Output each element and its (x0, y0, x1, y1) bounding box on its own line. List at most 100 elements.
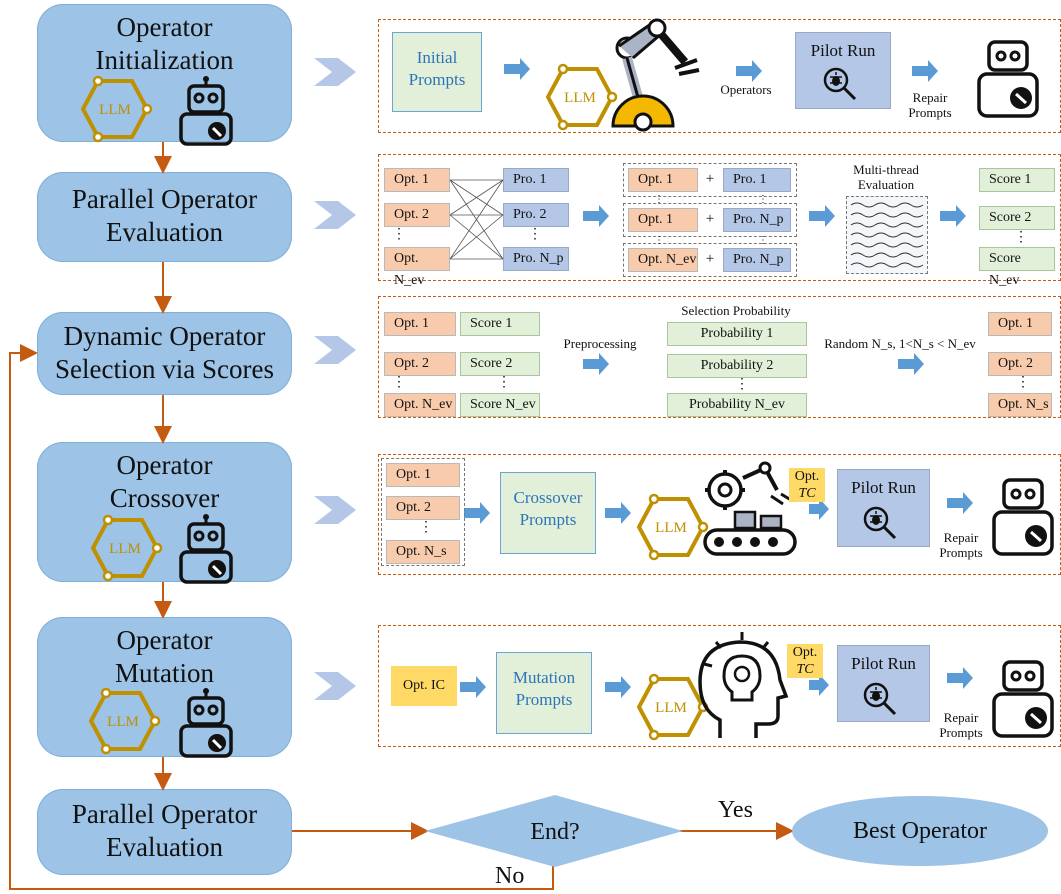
robot-repair-icon (179, 688, 233, 758)
vertical-dots: ⋮ (758, 194, 768, 205)
no-label: No (495, 863, 525, 889)
chevron-arrow-icon (314, 672, 356, 700)
llm-hexagon-icon: LLM (90, 514, 163, 582)
llm-hexagon-icon: LLM (88, 687, 161, 755)
pro-box: Pro. 1 (503, 168, 569, 192)
opt-tc-line-2: TC (796, 662, 814, 677)
opt-box: Opt. 2 (384, 352, 456, 376)
mutation-prompts-doc: Mutation Prompts (496, 652, 592, 734)
pro-box: Pro. N_p (503, 247, 569, 271)
robot-repair-icon (977, 40, 1039, 118)
llm-hexagon-icon: LLM (80, 75, 153, 143)
best-operator-terminal: Best Operator (792, 796, 1048, 866)
decision-diamond: End? (425, 795, 683, 867)
score-box: Score N_ev (979, 247, 1055, 288)
doc-line-1: Crossover (513, 488, 583, 507)
pilot-run-label: Pilot Run (851, 478, 916, 497)
opt-tc-label: Opt. TC (789, 468, 825, 502)
bug-search-icon (823, 67, 857, 101)
selected-opt-box: Opt. 2 (988, 352, 1052, 376)
chevron-arrow-icon (314, 336, 356, 364)
probability-box: Probability 2 (667, 354, 807, 378)
llm-hexagon-icon: LLM (545, 63, 618, 131)
llm-text: LLM (655, 520, 687, 536)
pair-opt: Opt. 1 (628, 168, 698, 192)
plus-sign: + (705, 171, 715, 187)
factory-robot-icon (703, 461, 797, 556)
opt-tc-line-1: Opt. (794, 469, 820, 484)
thread-waves-icon (850, 202, 924, 268)
vertical-dots: ⋮ (654, 194, 664, 205)
pair-pro: Pro. N_p (723, 248, 791, 272)
stage-title-line-2: Evaluation (106, 217, 223, 247)
stage-title-line-2: Selection via Scores (55, 354, 274, 384)
stage-title-line-2: Crossover (109, 483, 220, 513)
decision-label: End? (530, 819, 579, 845)
pilot-run-label: Pilot Run (851, 654, 916, 673)
random-selection-label: Random N_s, 1<N_s < N_ev (824, 336, 976, 351)
multi-thread-line-1: Multi-thread (853, 162, 919, 177)
chevron-arrow-icon (314, 496, 356, 524)
llm-text: LLM (107, 714, 139, 730)
stage-title-line-1: Dynamic Operator (63, 321, 266, 351)
stage-operator-mutation: Operator Mutation (37, 617, 292, 757)
doc-line-2: Prompts (519, 510, 577, 529)
pair-opt: Opt. N_ev (628, 248, 698, 272)
chevron-arrows (314, 58, 356, 700)
score-box: Score 2 (979, 206, 1055, 230)
robot-repair-icon (179, 76, 233, 146)
opt-box: Opt. 2 (386, 496, 460, 520)
vertical-dots: ⋮ (392, 227, 406, 242)
robot-repair-icon (179, 514, 233, 584)
pilot-run-box: Pilot Run (837, 645, 930, 722)
probability-box: Probability N_ev (667, 393, 807, 417)
opt-box: Opt. N_s (386, 540, 460, 564)
pairing-lines (449, 179, 504, 260)
repair-line-1: Repair (943, 710, 979, 725)
opt-tc-label: Opt. TC (787, 644, 823, 678)
doc-line-1: Mutation (512, 668, 576, 687)
selected-opts-group (381, 458, 465, 566)
repair-line-2: Prompts (908, 105, 952, 120)
stage-title-line-2: Initialization (95, 45, 234, 75)
robot-repair-icon (992, 660, 1054, 738)
robot-arm-icon (611, 18, 700, 132)
stage-title-line-1: Operator (116, 12, 213, 42)
repair-prompts-label: Repair Prompts (928, 710, 994, 740)
crossover-prompts-doc: Crossover Prompts (500, 472, 596, 554)
llm-text: LLM (109, 541, 141, 557)
stage-parallel-operator-evaluation-final: Parallel Operator Evaluation (37, 789, 292, 875)
repair-line-1: Repair (912, 90, 948, 105)
selected-opt-box: Opt. 1 (988, 312, 1052, 336)
stage-parallel-operator-evaluation: Parallel Operator Evaluation (37, 172, 292, 262)
repair-line-2: Prompts (939, 725, 983, 740)
plus-sign: + (705, 251, 715, 267)
pair-group (623, 243, 797, 277)
selected-opt-box: Opt. N_s (988, 393, 1052, 417)
stage-dynamic-operator-selection: Dynamic Operator Selection via Scores (37, 312, 292, 395)
opt-tc-line-1: Opt. (792, 645, 818, 660)
stage-title-line-1: Operator (116, 450, 213, 480)
probability-box: Probability 1 (667, 322, 807, 346)
vertical-dots: ⋮ (1016, 375, 1030, 390)
robot-repair-icon (992, 478, 1054, 556)
llm-hexagon-icon: LLM (636, 493, 709, 561)
vertical-dots: ⋮ (654, 235, 664, 246)
flow-arrow-no-loop (9, 344, 554, 890)
repair-line-2: Prompts (939, 545, 983, 560)
opt-box: Opt. 1 (384, 168, 450, 192)
stage-title-line-1: Operator (116, 625, 213, 655)
vertical-dots: ⋮ (392, 375, 406, 390)
opt-box: Opt. N_ev (384, 247, 450, 288)
opt-box: Opt. 1 (384, 312, 456, 336)
llm-text: LLM (564, 90, 596, 106)
stage-operator-crossover: Operator Crossover (37, 442, 292, 582)
opt-box: Opt. N_ev (384, 393, 456, 417)
preprocessing-label: Preprocessing (563, 336, 637, 351)
multi-thread-label: Multi-thread Evaluation (836, 162, 936, 192)
score-box: Score 1 (979, 168, 1055, 192)
doc-line-2: Prompts (408, 70, 466, 89)
pair-opt: Opt. 1 (628, 208, 698, 232)
pair-group (623, 163, 797, 197)
